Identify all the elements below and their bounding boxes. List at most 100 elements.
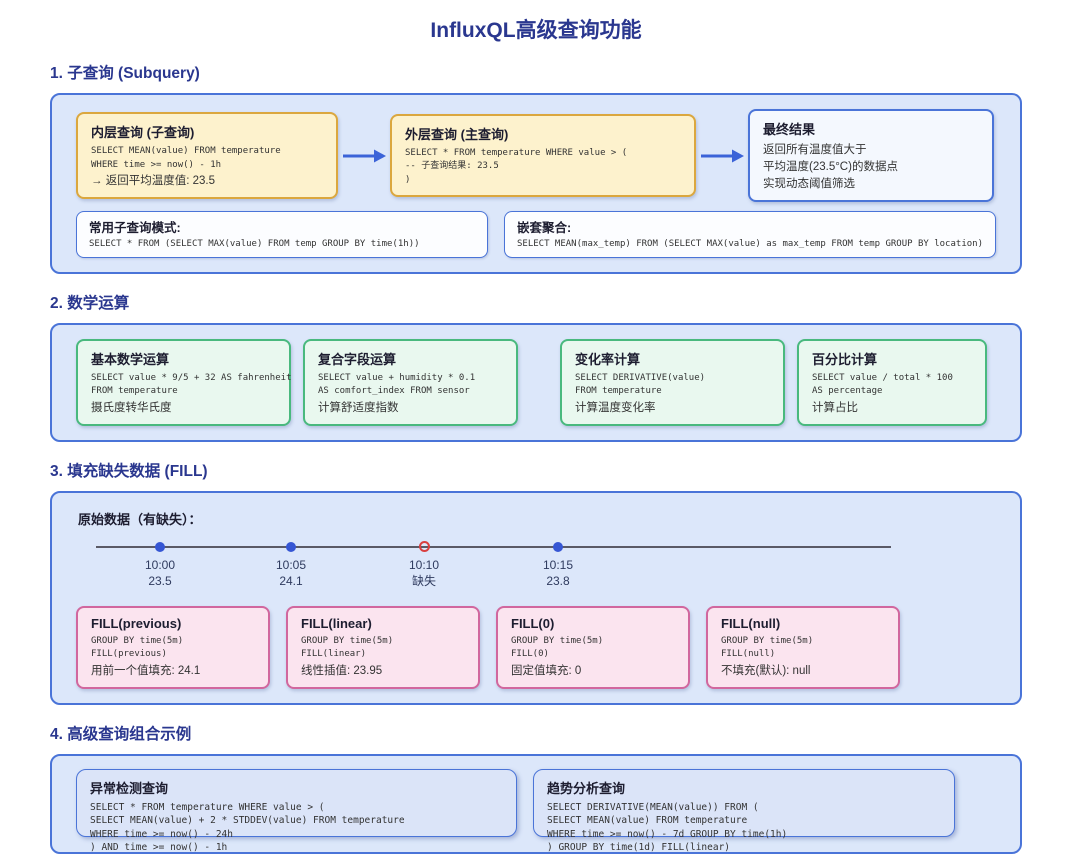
fill-cards-row: FILL(previous) GROUP BY time(5m) FILL(pr… [76, 605, 996, 689]
missing-point-icon [418, 540, 430, 552]
advanced-cards-row: 异常检测查询 SELECT * FROM temperature WHERE v… [76, 768, 996, 853]
math-card-code-1: SELECT value / total * 100 [812, 372, 953, 383]
fill-card-code-2: FILL(null) [721, 649, 776, 660]
outer-query-title: 外层查询 (主查询) [405, 126, 509, 142]
math-card-desc: 计算温度变化率 [575, 401, 656, 414]
nested-aggregation-code: SELECT MEAN(max_temp) FROM (SELECT MAX(v… [517, 239, 983, 250]
point-value: 23.5 [148, 574, 172, 589]
outer-query-code-1: SELECT * FROM temperature WHERE value > … [405, 147, 628, 158]
data-point-dot [155, 541, 165, 552]
anomaly-code-2: SELECT MEAN(value) + 2 * STDDEV(value) F… [90, 815, 405, 827]
math-card-desc: 计算舒适度指数 [318, 401, 399, 414]
point-time: 10:15 [542, 557, 574, 572]
fill-card-code-2: FILL(0) [511, 649, 549, 660]
math-card-desc: 计算占比 [812, 401, 858, 414]
section-heading-fill: 3. 填充缺失数据 (FILL) [50, 462, 208, 480]
anomaly-detection-card: 异常检测查询 SELECT * FROM temperature WHERE v… [76, 768, 517, 853]
anomaly-code-3: WHERE time >= now() - 24h [90, 828, 233, 840]
common-pattern-title: 常用子查询模式: [89, 221, 181, 236]
fill-card-null: FILL(null) GROUP BY time(5m) FILL(null) … [706, 605, 900, 689]
timeline-label: 原始数据（有缺失）： [78, 511, 202, 527]
math-card-code-1: SELECT DERIVATIVE(value) [575, 372, 706, 383]
section-subquery: 1. 子查询 (Subquery) 内层查询 (子查询) SELECT MEAN… [50, 61, 1022, 274]
inner-query-title: 内层查询 (子查询) [91, 125, 195, 141]
point-time: 10:00 [144, 557, 176, 572]
timeline: 10:00 23.5 10:05 24.1 10:10 缺失 10:15 23.… [76, 536, 996, 598]
fill-card-desc: 用前一个值填充: 24.1 [91, 664, 201, 677]
timeline-point-missing: 10:10 缺失 [409, 536, 439, 589]
timeline-axis [96, 545, 891, 548]
anomaly-card-title: 异常检测查询 [90, 780, 169, 796]
math-card-title: 百分比计算 [812, 351, 878, 367]
math-card-code-2: FROM temperature [575, 386, 662, 397]
inner-query-note: → 返回平均温度值: 23.5 [91, 175, 215, 188]
fill-card-previous: FILL(previous) GROUP BY time(5m) FILL(pr… [76, 605, 270, 689]
final-result-line-1: 返回所有温度值大于 [763, 144, 867, 156]
fill-card-code-2: FILL(previous) [91, 649, 167, 660]
nested-aggregation-card: 嵌套聚合: SELECT MEAN(max_temp) FROM (SELECT… [504, 211, 996, 258]
subquery-flow-row: 内层查询 (子查询) SELECT MEAN(value) FROM tempe… [76, 109, 996, 203]
fill-card-title: FILL(previous) [91, 615, 182, 631]
fill-card-desc: 固定值填充: 0 [511, 664, 582, 677]
trend-card-title: 趋势分析查询 [547, 780, 626, 796]
outer-query-card: 外层查询 (主查询) SELECT * FROM temperature WHE… [390, 113, 696, 198]
fill-card-code-1: GROUP BY time(5m) [91, 635, 184, 646]
anomaly-code-1: SELECT * FROM temperature WHERE value > … [90, 801, 325, 813]
data-point-dot [286, 541, 296, 552]
nested-aggregation-title: 嵌套聚合: [517, 221, 572, 236]
final-result-line-2: 平均温度(23.5°C)的数据点 [763, 161, 898, 174]
final-result-title: 最终结果 [763, 122, 816, 137]
math-card-code-2: AS percentage [812, 386, 883, 397]
section-advanced: 4. 高级查询组合示例 异常检测查询 SELECT * FROM tempera… [50, 722, 1022, 854]
subquery-pattern-row: 常用子查询模式: SELECT * FROM (SELECT MAX(value… [76, 211, 996, 258]
section-heading-subquery: 1. 子查询 (Subquery) [50, 65, 200, 82]
section-fill: 3. 填充缺失数据 (FILL) 原始数据（有缺失）： 10:00 23.5 1… [50, 459, 1022, 705]
timeline-point: 10:00 23.5 [145, 536, 175, 589]
common-pattern-code: SELECT * FROM (SELECT MAX(value) FROM te… [89, 239, 420, 250]
inner-query-card: 内层查询 (子查询) SELECT MEAN(value) FROM tempe… [76, 112, 338, 200]
inner-query-code-1: SELECT MEAN(value) FROM temperature [91, 146, 281, 157]
fill-card-code-1: GROUP BY time(5m) [511, 635, 604, 646]
data-point-dot [553, 541, 563, 552]
flow-arrow-icon [343, 149, 386, 163]
math-card-desc: 摄氏度转华氏度 [91, 401, 172, 414]
math-card-composite: 复合字段运算 SELECT value + humidity * 0.1 AS … [303, 338, 518, 426]
math-card-code-1: SELECT value * 9/5 + 32 AS fahrenheit [91, 372, 292, 383]
trend-code-1: SELECT DERIVATIVE(MEAN(value)) FROM ( [547, 801, 759, 813]
trend-code-4: ) GROUP BY time(1d) FILL(linear) [547, 842, 731, 854]
fill-card-title: FILL(linear) [301, 615, 372, 631]
fill-card-desc: 线性插值: 23.95 [301, 664, 383, 677]
outer-query-code-2: -- 子查询结果: 23.5 [405, 161, 499, 172]
flow-arrow-icon [701, 149, 744, 163]
inner-query-code-2: WHERE time >= now() - 1h [91, 159, 222, 170]
fill-card-code-1: GROUP BY time(5m) [301, 635, 394, 646]
math-card-derivative: 变化率计算 SELECT DERIVATIVE(value) FROM temp… [560, 338, 785, 426]
page-title: InfluxQL高级查询功能 [430, 19, 642, 42]
fill-card-desc: 不填充(默认): null [721, 664, 811, 677]
advanced-panel: 异常检测查询 SELECT * FROM temperature WHERE v… [50, 753, 1022, 854]
section-heading-advanced: 4. 高级查询组合示例 [50, 725, 192, 743]
anomaly-code-4: ) AND time >= now() - 1h [90, 842, 228, 854]
math-card-basic: 基本数学运算 SELECT value * 9/5 + 32 AS fahren… [76, 338, 292, 426]
math-panel: 基本数学运算 SELECT value * 9/5 + 32 AS fahren… [50, 322, 1022, 442]
final-result-line-3: 实现动态阈值筛选 [763, 178, 855, 191]
final-result-card: 最终结果 返回所有温度值大于 平均温度(23.5°C)的数据点 实现动态阈值筛选 [748, 109, 994, 203]
section-math: 2. 数学运算 基本数学运算 SELECT value * 9/5 + 32 A… [50, 291, 1022, 442]
fill-panel: 原始数据（有缺失）： 10:00 23.5 10:05 24.1 10:10 缺… [50, 490, 1022, 705]
point-value: 缺失 [411, 574, 436, 589]
trend-code-3: WHERE time >= now() - 7d GROUP BY time(1… [547, 828, 788, 840]
math-card-title: 基本数学运算 [91, 351, 170, 367]
timeline-point: 10:15 23.8 [543, 536, 573, 589]
fill-card-zero: FILL(0) GROUP BY time(5m) FILL(0) 固定值填充:… [496, 605, 690, 689]
math-card-percentage: 百分比计算 SELECT value / total * 100 AS perc… [797, 338, 987, 426]
math-cards-row: 基本数学运算 SELECT value * 9/5 + 32 AS fahren… [76, 338, 996, 426]
fill-card-code-2: FILL(linear) [301, 649, 367, 660]
subquery-panel: 内层查询 (子查询) SELECT MEAN(value) FROM tempe… [50, 93, 1022, 274]
trend-code-2: SELECT MEAN(value) FROM temperature [547, 815, 748, 827]
fill-card-code-1: GROUP BY time(5m) [721, 635, 814, 646]
trend-analysis-card: 趋势分析查询 SELECT DERIVATIVE(MEAN(value)) FR… [533, 768, 955, 853]
fill-card-title: FILL(null) [721, 615, 781, 631]
timeline-point: 10:05 24.1 [276, 536, 306, 589]
point-time: 10:10 [408, 557, 440, 572]
math-card-title: 变化率计算 [575, 351, 641, 367]
